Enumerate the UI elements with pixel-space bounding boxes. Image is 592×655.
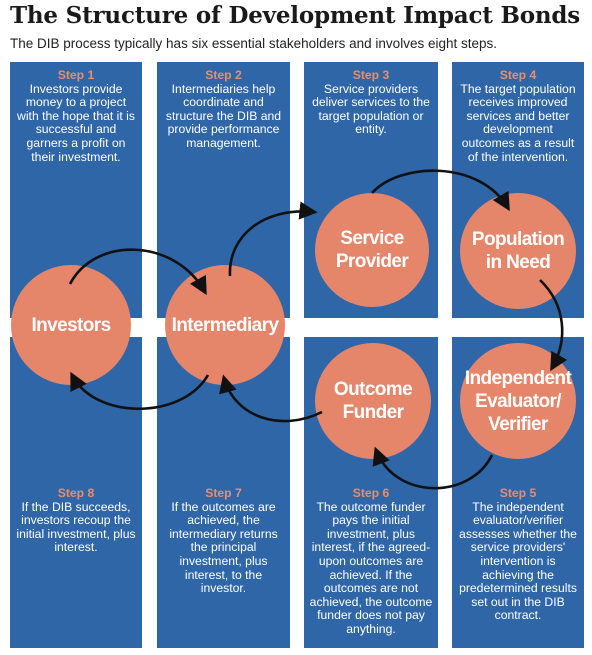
population-in-need-node: Population in Need: [460, 193, 576, 309]
evaluator-verifier-label: Independent Evaluator/ Verifier: [464, 367, 572, 435]
step2-label: Step 2: [205, 68, 242, 82]
arrow-intermediary-to-investors: [70, 371, 210, 411]
arrow-intermediary-to-service-provider: [228, 201, 318, 277]
step2-block: Step 2 Intermediaries help coordinate an…: [162, 68, 285, 151]
step3-label: Step 3: [352, 68, 390, 82]
intermediary-label: Intermediary: [171, 314, 279, 336]
step6-block: Step 6 The outcome funder pays the initi…: [308, 486, 434, 637]
intermediary-node: Intermediary: [165, 265, 285, 385]
investors-node: Investors: [11, 265, 131, 385]
step4-label: Step 4: [499, 68, 537, 82]
step6-text: The outcome funder pays the initial inve…: [309, 499, 433, 636]
arrow-population-to-evaluator: [539, 279, 568, 372]
outcome-funder-label: Outcome Funder: [333, 379, 413, 423]
arrow-outcome-funder-to-intermediary: [219, 374, 323, 423]
step3-block: Step 3 Service providers deliver service…: [308, 68, 434, 137]
step3-text: Service providers deliver services to th…: [312, 81, 430, 137]
step6-label: Step 6: [352, 486, 390, 500]
step8-label: Step 8: [57, 486, 95, 500]
step8-text: If the DIB succeeds, investors recoup th…: [16, 499, 136, 555]
page-title: The Structure of Development Impact Bond…: [10, 2, 581, 29]
step8-block: Step 8 If the DIB succeeds, investors re…: [14, 486, 138, 555]
investors-label: Investors: [31, 314, 111, 336]
service-provider-node: Service Provider: [315, 193, 429, 307]
step4-text: The target population receives improved …: [460, 81, 576, 164]
step1-block: Step 1 Investors provide money to a proj…: [14, 68, 138, 164]
outcome-funder-node: Outcome Funder: [315, 343, 431, 459]
step7-block: Step 7 If the outcomes are achieved, the…: [162, 486, 285, 596]
step4-block: Step 4 The target population receives im…: [456, 68, 580, 164]
arrow-investors-to-intermediary: [68, 248, 207, 296]
step7-text: If the outcomes are achieved, the interm…: [169, 499, 278, 596]
step5-label: Step 5: [499, 486, 537, 500]
page-subtitle: The DIB process typically has six essent…: [10, 36, 497, 51]
service-provider-label: Service Provider: [335, 228, 409, 272]
step5-block: Step 5 The independent evaluator/verifie…: [456, 486, 580, 623]
arrow-service-provider-to-population: [371, 169, 510, 212]
step5-text: The independent evaluator/verifier asses…: [459, 499, 577, 623]
step1-label: Step 1: [57, 68, 95, 82]
arrow-evaluator-to-outcome-funder: [372, 446, 494, 490]
population-in-need-label: Population in Need: [471, 229, 565, 273]
step7-label: Step 7: [205, 486, 242, 500]
step2-text: Intermediaries help coordinate and struc…: [165, 81, 282, 150]
step1-text: Investors provide money to a project wit…: [17, 81, 135, 164]
